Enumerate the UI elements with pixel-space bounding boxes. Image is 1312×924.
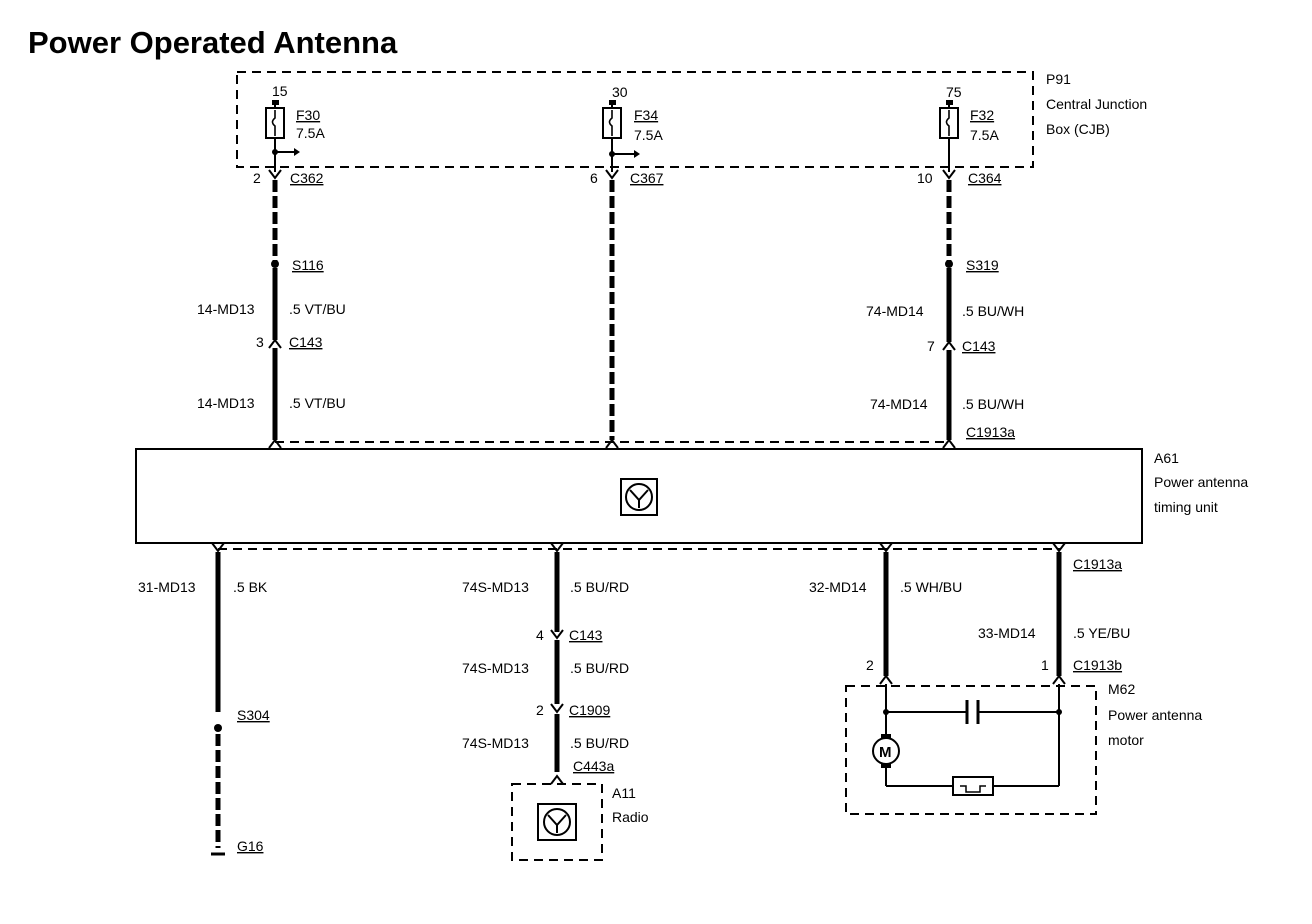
connector-c1913b-label: C1913b: [1073, 657, 1122, 673]
cjb-name-line2: Box (CJB): [1046, 121, 1110, 137]
radio-a11-boundary: [511, 783, 603, 861]
wire-31-md13-spec: .5 BK: [233, 579, 268, 595]
connector-c143-right-mark: [942, 340, 956, 351]
connector-c1913b-pin-left: 2: [866, 657, 874, 673]
connector-c143-right-pin: 7: [927, 338, 935, 354]
fuse-f32-pin: 75: [946, 84, 962, 100]
splice-s116-label: S116: [292, 257, 324, 273]
module-a61-name-line1: Power antenna: [1154, 474, 1248, 490]
motor-feed-arrow-right: [1052, 542, 1066, 553]
connector-c1913b-right-mark: [1052, 674, 1066, 685]
connector-c367-label: C367: [630, 170, 664, 186]
module-a61-name-line2: timing unit: [1154, 499, 1218, 515]
wire-74s-md13-spec-2: .5 BU/RD: [570, 660, 629, 676]
fuse-f34: 30 F34 7.5A: [602, 84, 663, 172]
motor-symbol-label: M: [879, 744, 892, 761]
wire-33-md14-spec: .5 YE/BU: [1073, 625, 1130, 641]
connector-c362-pin: 2: [253, 170, 261, 186]
wire-74-md14-code-1: 74-MD14: [866, 303, 924, 319]
connector-c143-radio-mark: [550, 629, 564, 640]
connector-c1909-pin: 2: [536, 702, 544, 718]
motor-m62-name-line1: Power antenna: [1108, 707, 1202, 723]
ground-g16-label: G16: [237, 838, 264, 854]
wire-14-md13-code-2: 14-MD13: [197, 395, 255, 411]
connector-c1913b-left-mark: [879, 674, 893, 685]
connector-c1913a-bottom-label: C1913a: [1073, 556, 1122, 572]
connector-c143-left-label: C143: [289, 334, 323, 350]
cjb-name-line1: Central Junction: [1046, 96, 1147, 112]
splice-s116: [271, 260, 279, 268]
module-input-arrow-right: [942, 438, 956, 449]
fuse-f34-pin: 30: [612, 84, 628, 100]
wire-31-md13-code: 31-MD13: [138, 579, 196, 595]
connector-c143-radio-label: C143: [569, 627, 603, 643]
wire-74s-md13-spec-1: .5 BU/RD: [570, 579, 629, 595]
fuse-f32-rating: 7.5A: [970, 127, 999, 143]
fuse-f30-id: F30: [296, 107, 320, 123]
splice-s319: [945, 260, 953, 268]
connector-c1913b-pin-right: 1: [1041, 657, 1049, 673]
module-a61-symbol-icon: [620, 478, 658, 516]
connector-c143-left-mark: [268, 338, 282, 349]
connector-c1913a-top-label: C1913a: [966, 424, 1015, 440]
connector-c362-label: C362: [290, 170, 324, 186]
wire-32-md14-spec: .5 WH/BU: [900, 579, 962, 595]
thermal-breaker-symbol: [952, 776, 994, 796]
splice-s304-label: S304: [237, 707, 270, 723]
wire-32-md14-code: 32-MD14: [809, 579, 867, 595]
fuse-f34-id: F34: [634, 107, 658, 123]
connector-c364-label: C364: [968, 170, 1002, 186]
fuse-f34-rating: 7.5A: [634, 127, 663, 143]
radio-branch-arrow: [550, 542, 564, 553]
splice-s304: [214, 724, 222, 732]
connector-c143-right-label: C143: [962, 338, 996, 354]
motor-icon: M: [872, 734, 900, 768]
wire-74s-md13-code-2: 74S-MD13: [462, 660, 529, 676]
fuse-f32: 75 F32 7.5A: [939, 84, 999, 172]
wire-74s-md13-code-3: 74S-MD13: [462, 735, 529, 751]
radio-a11-name: Radio: [612, 809, 649, 825]
fuse-f30-rating: 7.5A: [296, 125, 325, 141]
connector-c143-left-pin: 3: [256, 334, 264, 350]
connector-c364: 10 C364: [917, 169, 1002, 186]
connector-c367: 6 C367: [590, 169, 664, 186]
motor-feed-arrow-left: [879, 542, 893, 553]
motor-m62-boundary: [845, 685, 1097, 815]
radio-a11-symbol-icon: [537, 803, 577, 841]
fuse-f30-pin: 15: [272, 83, 288, 99]
wire-74-md14-spec-2: .5 BU/WH: [962, 396, 1024, 412]
wire-14-md13-spec-1: .5 VT/BU: [289, 301, 346, 317]
connector-c362: 2 C362: [253, 169, 324, 186]
motor-m62-name-line2: motor: [1108, 732, 1144, 748]
module-input-arrow-left: [268, 438, 282, 449]
module-a61: [135, 448, 1143, 544]
wire-74s-md13-spec-3: .5 BU/RD: [570, 735, 629, 751]
connector-c443a-label: C443a: [573, 758, 614, 774]
connector-c1909-mark: [550, 703, 564, 714]
wire-14-md13-code-1: 14-MD13: [197, 301, 255, 317]
fuse-f30: 15 F30 7.5A: [265, 83, 325, 172]
wire-14-md13-spec-2: .5 VT/BU: [289, 395, 346, 411]
connector-c364-pin: 10: [917, 170, 933, 186]
motor-m62-id: M62: [1108, 681, 1135, 697]
connector-c143-radio-pin: 4: [536, 627, 544, 643]
cjb-boundary: [236, 71, 1034, 168]
wire-74s-md13-code-1: 74S-MD13: [462, 579, 529, 595]
module-a61-id: A61: [1154, 450, 1179, 466]
page-title: Power Operated Antenna: [28, 25, 398, 60]
connector-c443a-mark: [550, 774, 564, 785]
connector-c367-pin: 6: [590, 170, 598, 186]
ground-branch-arrow: [211, 542, 225, 553]
radio-a11-id: A11: [612, 785, 636, 801]
motor-m62-internal-circuit: [883, 684, 1062, 796]
wire-74-md14-code-2: 74-MD14: [870, 396, 928, 412]
cjb-id: P91: [1046, 71, 1071, 87]
fuse-f32-id: F32: [970, 107, 994, 123]
wire-33-md14-code: 33-MD14: [978, 625, 1036, 641]
splice-s319-label: S319: [966, 257, 999, 273]
connector-c1909-label: C1909: [569, 702, 610, 718]
module-input-arrow-middle: [605, 438, 619, 449]
wire-74-md14-spec-1: .5 BU/WH: [962, 303, 1024, 319]
